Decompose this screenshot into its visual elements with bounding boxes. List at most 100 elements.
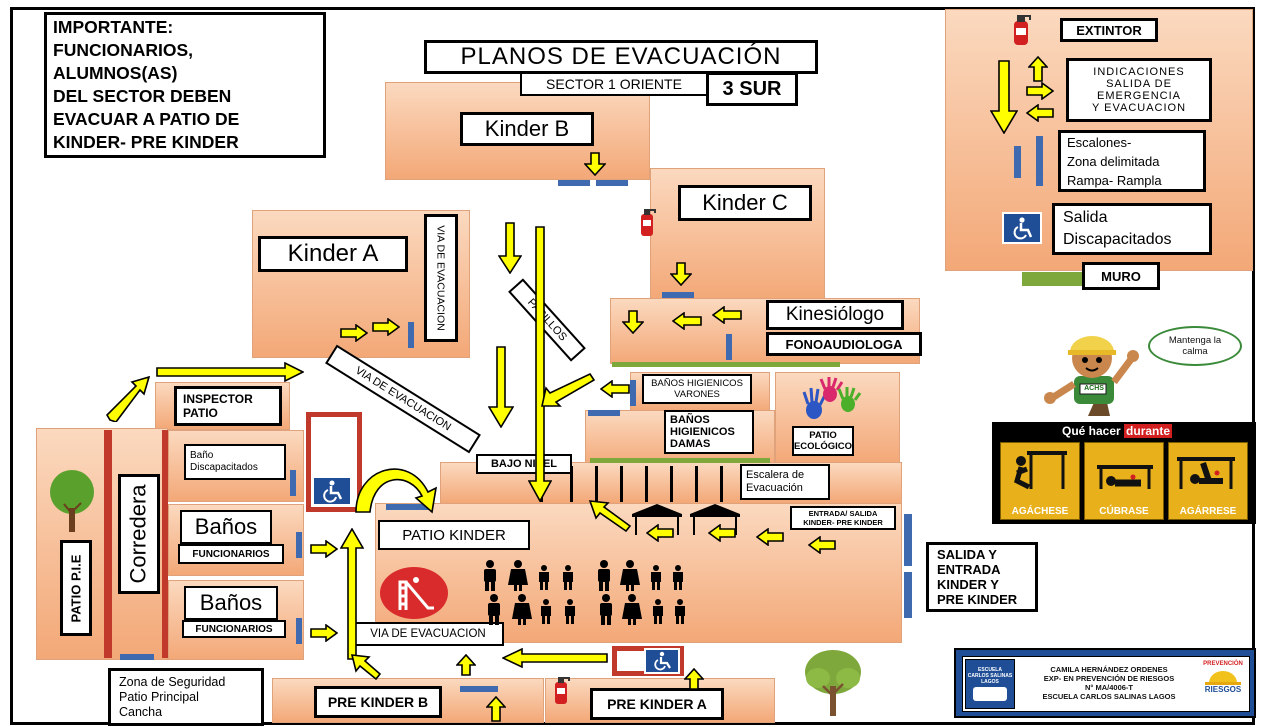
salida-line: ENTRADA (937, 562, 1001, 577)
stair-step (595, 466, 598, 502)
indicaciones-line: INDICACIONES (1093, 66, 1185, 78)
speech-bubble: Mantenga la calma (1148, 326, 1242, 366)
fire-extinguisher-icon (1014, 15, 1031, 45)
stair-step (645, 466, 648, 502)
note-line: KINDER- PRE KINDER (53, 132, 239, 152)
legend-escalones: Escalones- Zona delimitada Rampa- Rampla (1058, 130, 1206, 192)
label-fonoaudiologa: FONOAUDIOLOGA (766, 332, 922, 356)
arrow-up-icon (684, 668, 704, 690)
escalones-line: Zona delimitada (1067, 153, 1160, 169)
arrow-left-icon (672, 312, 702, 330)
safety-step-agachese: AGÁCHESE (1000, 442, 1080, 520)
legend-steps-symbol (1036, 136, 1043, 186)
label-banos-2: Baños (184, 586, 278, 620)
wall-corredera-left (104, 430, 112, 658)
arrow-down-long-icon (990, 60, 1018, 134)
fire-extinguisher-icon (641, 209, 656, 236)
arrow-down-long-icon (488, 346, 514, 428)
wheelchair-icon (644, 648, 680, 674)
arrow-diagonal-upleft-icon (588, 500, 632, 532)
arrow-diagonal-up-icon (106, 376, 150, 422)
bano-disc-line: Discapacitados (190, 462, 258, 473)
credit-line: N° MA/4006-T (1084, 683, 1133, 692)
route-via-vertical: VIA DE EVACUACION (424, 214, 458, 342)
page-title: PLANOS DE EVACUACIÓN (424, 40, 818, 74)
label-bajo-nivel: BAJO NIVEL (476, 454, 572, 474)
stair-step (720, 466, 723, 502)
safety-step-agarrese: AGÁRRESE (1168, 442, 1248, 520)
tree-icon (805, 650, 861, 716)
patio-pie-text: PATIO P.I.E (68, 554, 84, 622)
door (630, 380, 636, 406)
indicaciones-line: Y EVACUACION (1091, 102, 1187, 114)
arrow-right-icon (310, 540, 338, 558)
zona-line: Cancha (119, 704, 163, 719)
door (904, 572, 912, 618)
safety-step-label: AGÁRRESE (1179, 506, 1237, 517)
hold-on-icon (1177, 457, 1235, 489)
label-inspector: INSPECTOR PATIO (174, 386, 282, 426)
corredera-text: Corredera (126, 484, 152, 584)
canopy-tent-icon (632, 504, 682, 535)
school-badge: ESCUELA CARLOS SALINAS LAGOS (965, 659, 1015, 709)
credit-box: ESCUELA CARLOS SALINAS LAGOS CAMILA HERN… (954, 648, 1256, 718)
label-funcionarios-1: FUNCIONARIOS (178, 544, 284, 564)
stair-step (670, 466, 673, 502)
arrow-right-icon (372, 318, 400, 336)
wall-corredera-right (162, 430, 168, 658)
legend-extintor: EXTINTOR (1060, 18, 1158, 42)
label-salida-entrada: SALIDA Y ENTRADA KINDER Y PRE KINDER (926, 542, 1038, 612)
door (386, 504, 432, 510)
banos-damas-line: BAÑOS (670, 414, 710, 426)
door (904, 514, 912, 566)
tree-icon (50, 470, 94, 532)
credit-text: CAMILA HERNÁNDEZ ORDENES EXP- EN PREVENC… (1021, 665, 1197, 701)
door (408, 322, 414, 348)
handprints-icon (802, 377, 862, 419)
fire-extinguisher-icon (555, 677, 570, 704)
arrow-diagonal-icon (541, 372, 596, 407)
safety-heading: Qué hacer durante (1062, 424, 1173, 438)
patio-eco-line: ECOLÓGICO (793, 441, 853, 452)
badge-line: LAGOS (981, 679, 999, 685)
arrow-down-long-icon (498, 222, 522, 274)
door (296, 532, 302, 558)
arrow-left-icon (600, 380, 630, 398)
helmet-icon (1205, 671, 1241, 685)
inspector-line: INSPECTOR (183, 392, 253, 406)
stair-step (620, 466, 623, 502)
label-bano-discapacitados: Baño Discapacitados (184, 444, 286, 480)
label-patio-kinder: PATIO KINDER (378, 520, 530, 550)
arrow-left-icon (646, 524, 674, 542)
banos-damas-line: DAMAS (670, 438, 711, 450)
note-line: IMPORTANTE: (53, 17, 174, 37)
door (588, 410, 620, 416)
safety-step-cubrase: CÚBRASE (1084, 442, 1164, 520)
arrow-left-icon (756, 528, 784, 546)
indicaciones-line: SALIDA DE (1106, 78, 1172, 90)
arrow-left-long-icon (502, 648, 608, 668)
logo-bottom: RIESGOS (1204, 685, 1242, 694)
canopy-tent-icon (690, 504, 740, 535)
door (726, 334, 732, 360)
wheelchair-icon (312, 476, 352, 506)
patio-eco-line: PATIO (809, 430, 837, 441)
escalera-line: Evacuación (746, 482, 803, 494)
mascot-icon (1044, 336, 1139, 416)
sector-south-label: 3 SUR (706, 72, 798, 106)
label-escalera: Escalera de Evacuación (740, 464, 830, 500)
stair-step (570, 466, 573, 502)
salida-line: PRE KINDER (937, 592, 1018, 607)
badge-line: CARLOS SALINAS (967, 673, 1013, 679)
label-funcionarios-2: FUNCIONARIOS (182, 620, 286, 638)
note-line: FUNCIONARIOS, (53, 40, 193, 60)
credit-inner: ESCUELA CARLOS SALINAS LAGOS CAMILA HERN… (962, 656, 1250, 712)
arrow-down-icon (622, 310, 644, 334)
badge-figures-icon (973, 687, 1007, 701)
route-via-bottom: VIA DE EVACUACION (352, 622, 504, 646)
door (558, 180, 590, 186)
door (120, 654, 154, 660)
salida-disc-line: Salida (1063, 209, 1108, 226)
label-kinder-c: Kinder C (678, 185, 812, 221)
important-note: IMPORTANTE: FUNCIONARIOS, ALUMNOS(AS) DE… (44, 12, 326, 158)
